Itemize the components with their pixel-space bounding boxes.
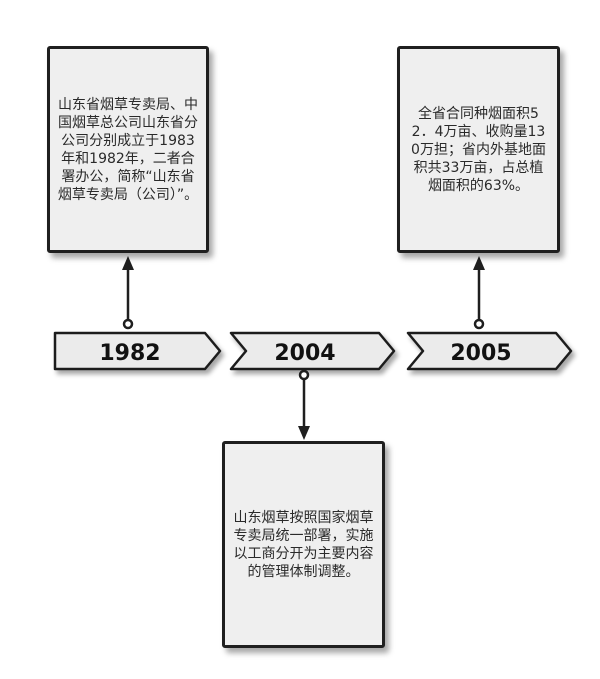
event-card-1982: 山东省烟草专卖局、中国烟草总公司山东省分公司分别成立于1983年和1982年，二… (47, 46, 209, 253)
arrow-down-icon (298, 426, 310, 440)
year-label-2005: 2005 (450, 341, 511, 366)
event-card-2004: 山东烟草按照国家烟草专卖局统一部署，实施以工商分开为主要内容的管理体制调整。 (222, 441, 385, 648)
connector-2004 (298, 369, 310, 440)
year-label-1982: 1982 (99, 341, 160, 366)
arrow-up-icon (473, 256, 485, 270)
year-band-2004 (229, 331, 396, 371)
year-label-2004: 2004 (274, 341, 335, 366)
event-text-1982: 山东省烟草专卖局、中国烟草总公司山东省分公司分别成立于1983年和1982年，二… (57, 96, 199, 203)
year-band-1982 (53, 331, 222, 371)
connector-1982 (122, 256, 134, 330)
event-text-2004: 山东烟草按照国家烟草专卖局统一部署，实施以工商分开为主要内容的管理体制调整。 (233, 509, 374, 580)
arrow-up-icon (122, 256, 134, 270)
year-band-2005 (406, 331, 573, 371)
event-text-2005: 全省合同种烟面积52．4万亩、收购量130万担；省内外基地面积共33万亩，占总植… (411, 105, 546, 194)
connector-2005 (473, 256, 485, 330)
event-card-2005: 全省合同种烟面积52．4万亩、收购量130万担；省内外基地面积共33万亩，占总植… (397, 46, 560, 253)
